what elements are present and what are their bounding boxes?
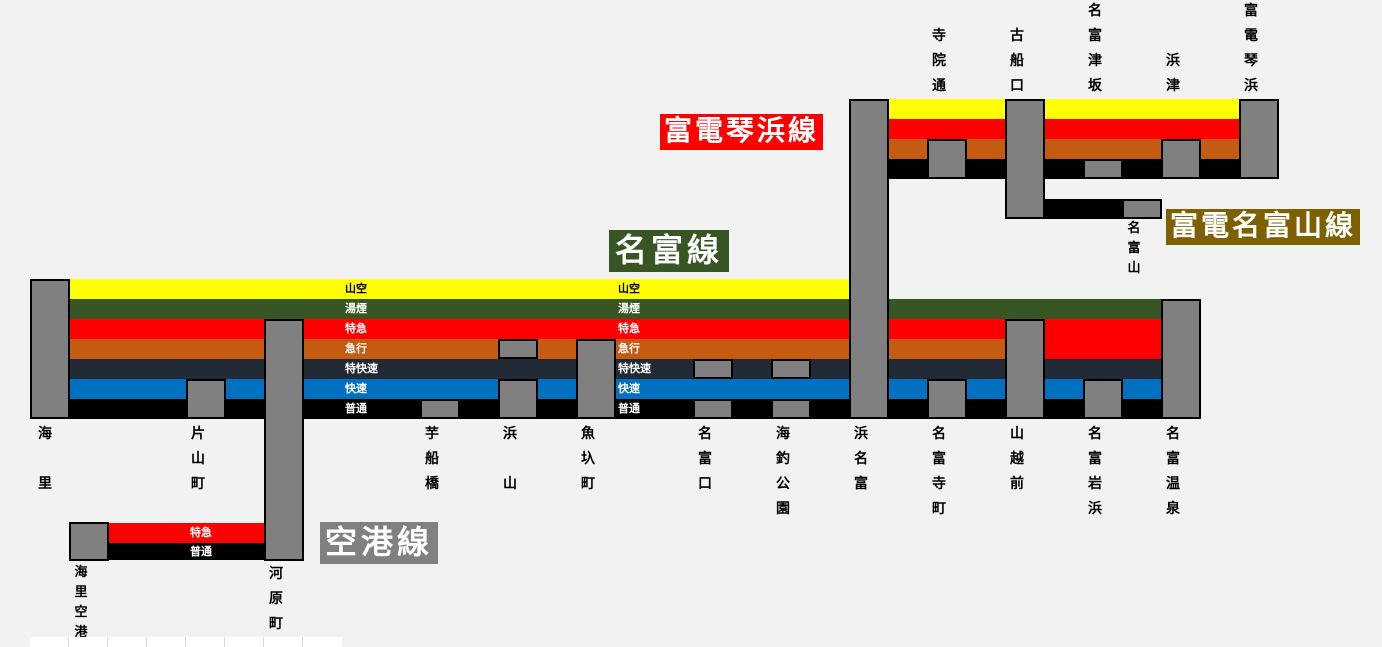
station-label-meitomionsen: 名 富 温 泉 — [1166, 426, 1180, 517]
label-tokkyu-1: 特急 — [345, 322, 367, 335]
label-futsu-1: 普通 — [345, 402, 367, 415]
station-label-katayama: 片 山 町 — [191, 426, 205, 492]
station-label-kawaramachi: 河 原 町 — [269, 566, 283, 632]
station-box-imofunabashi — [420, 399, 460, 419]
station-label-furufunaguchi: 古 船 口 — [1010, 28, 1024, 94]
station-box-kaichokoen — [771, 399, 811, 419]
station-box-yamakoshimae — [1005, 319, 1045, 419]
station-box-meitomiguchi — [693, 399, 733, 419]
station-box-hamatsu — [1161, 139, 1201, 179]
station-label-imofunabashi: 芋 船 橋 — [425, 426, 439, 492]
kotohama-band-futsu — [889, 159, 1240, 179]
line-title-airport: 空港線 — [320, 522, 439, 564]
label-futsu-2: 普通 — [618, 402, 640, 415]
station-label-tomidenkotohama: 富 電 琴 浜 — [1244, 3, 1258, 94]
line-title-meitomiyama: 富電名富山線 — [1166, 209, 1361, 245]
station-label-jiindori: 寺 院 通 — [932, 28, 946, 94]
airport-label-futsu: 普通 — [190, 545, 212, 558]
label-tokkaisoku-1: 特快速 — [345, 362, 378, 375]
station-label-uohachimachi: 魚 圦 町 — [581, 426, 595, 492]
label-kyuko-1: 急行 — [345, 342, 367, 355]
station-label-meitomiyama: 名 富 山 — [1127, 221, 1141, 276]
station-label-kairikuko: 海 里 空 港 — [74, 565, 88, 640]
label-kaisoku-2: 快速 — [618, 382, 640, 395]
station-box-meitomionsen — [1161, 299, 1201, 419]
station-label-hamatsu: 浜 津 — [1166, 53, 1180, 94]
station-box-kairikuko — [69, 522, 109, 561]
airport-band-futsu — [108, 543, 264, 560]
station-label-meitomiderama: 名 富 寺 町 — [932, 426, 946, 517]
band-yamaku — [69, 279, 850, 299]
kotohama-band-yamaku — [889, 99, 1240, 119]
bottom-cell-strip — [30, 637, 342, 647]
station-label-kaichokoen: 海 釣 公 園 — [776, 426, 790, 517]
station-label-yamakoshimae: 山 越 前 — [1010, 426, 1024, 492]
station-box-uohachimachi — [576, 339, 616, 419]
station-label-meitomiguchi: 名 富 口 — [698, 426, 712, 492]
line-title-kotohama: 富電琴浜線 — [660, 114, 824, 150]
station-box-jiindori — [927, 139, 967, 179]
band-tokkyu — [69, 319, 1161, 339]
station-box-meitomiguchi-upper — [693, 359, 733, 379]
station-label-hamayama: 浜 山 — [503, 426, 517, 492]
station-label-meitomitsusaka: 名 富 津 坂 — [1088, 3, 1102, 94]
station-label-meitomiiwahama: 名 富 岩 浜 — [1088, 426, 1102, 517]
label-kaisoku-1: 快速 — [345, 382, 367, 395]
kotohama-band-kyuko — [889, 139, 1240, 159]
label-yuken-2: 湯煙 — [618, 302, 640, 315]
station-box-kaichokoen-upper — [771, 359, 811, 379]
station-box-hamameitomi — [849, 99, 889, 419]
station-box-meitomiiwahama — [1083, 379, 1123, 419]
station-box-meitomitsusaka — [1083, 159, 1123, 179]
station-box-hamayama — [498, 379, 538, 419]
label-tokkyu-2: 特急 — [618, 322, 640, 335]
station-box-kawaramachi — [264, 319, 304, 561]
station-box-meitomiyama — [1122, 199, 1162, 219]
station-box-furufunaguchi — [1005, 99, 1045, 219]
kotohama-band-tokkyu — [889, 119, 1240, 139]
band-yuken — [69, 299, 1161, 319]
label-yamaku-1: 山空 — [345, 282, 367, 295]
station-box-tomidenkotohama — [1239, 99, 1279, 179]
station-box-katayama — [186, 379, 226, 419]
label-tokkaisoku-2: 特快速 — [618, 362, 651, 375]
label-yamaku-2: 山空 — [618, 282, 640, 295]
line-title-meitomi: 名富線 — [609, 230, 730, 272]
airport-label-tokkyu: 特急 — [190, 526, 212, 539]
airport-band-tokkyu — [108, 523, 264, 543]
station-label-kairi: 海 里 — [38, 426, 52, 492]
label-yuken-1: 湯煙 — [345, 302, 367, 315]
station-box-kairi — [30, 279, 70, 419]
station-box-meitomiderama — [927, 379, 967, 419]
label-kyuko-2: 急行 — [618, 342, 640, 355]
meitomiyama-band-futsu — [1044, 199, 1122, 219]
station-label-hamameitomi: 浜 名 富 — [854, 426, 868, 492]
station-box-hamayama-upper — [498, 339, 538, 359]
